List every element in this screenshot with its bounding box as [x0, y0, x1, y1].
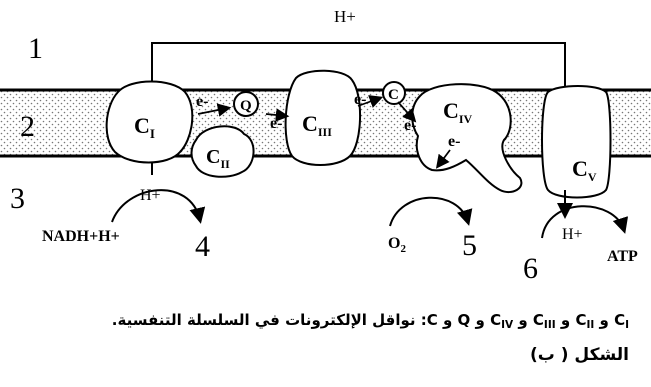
- atp-label: ATP: [607, 248, 638, 265]
- complex-iv-label: CIV: [443, 98, 473, 126]
- complex-ii-shape: [190, 125, 255, 178]
- complex-ii-label: CII: [206, 146, 230, 171]
- zone-6: 6: [523, 252, 538, 285]
- oxygen-label: O2: [388, 235, 406, 255]
- complex-i-label: CI: [134, 113, 155, 141]
- caption-and-3: و C: [490, 311, 528, 329]
- electron-label-2: e-: [270, 115, 282, 132]
- zone-5: 5: [462, 229, 477, 262]
- complex-iv-shape: [411, 83, 523, 194]
- carrier-caption: CI و CII و CIII و CIV و Q و C: نواقل الإ…: [112, 311, 629, 331]
- c-carrier-label: C: [388, 87, 399, 103]
- electron-arrow-4: [397, 101, 417, 123]
- proton-c1-label: H+: [140, 187, 161, 204]
- caption-prefix-sub: I: [625, 319, 629, 331]
- q-carrier-label: Q: [240, 98, 252, 114]
- caption-body-1: و C: [575, 311, 609, 329]
- electron-arrow-2: [265, 108, 290, 122]
- electron-label-4: e-: [404, 117, 416, 134]
- caption-prefix: C: [614, 311, 626, 329]
- electron-arrow-5: [435, 149, 451, 169]
- zone-3: 3: [10, 182, 25, 215]
- atp-reaction-arrow: [541, 205, 629, 239]
- electron-label-5: e-: [448, 133, 460, 150]
- caption-body-sub-2: III: [543, 319, 556, 331]
- figure-label: الشكل ( ب): [529, 345, 629, 365]
- zone-1: 1: [28, 32, 43, 65]
- complex-v-label: CV: [572, 156, 597, 184]
- caption-tail: و Q و C: نواقل الإلكترونات في السلسلة ال…: [111, 311, 485, 329]
- electron-arrow-1: [197, 103, 232, 117]
- c-carrier: [382, 81, 406, 105]
- nadh-label: NADH+H+: [42, 228, 120, 245]
- top-proton-label: H+: [334, 7, 356, 26]
- respiratory-chain-diagram: H+ 1 2 3 4 5 6 CI CII CIII CIV CV Q C e-…: [0, 7, 651, 285]
- q-carrier: [233, 91, 259, 117]
- complex-i-shape: [105, 80, 194, 164]
- complex-v-shape: [541, 85, 612, 199]
- zone-4: 4: [195, 230, 210, 263]
- caption-body-sub-3: IV: [501, 319, 514, 331]
- nadh-reaction-arrow: [111, 189, 206, 224]
- complex-iii-label: CIII: [302, 111, 332, 139]
- oxygen-reaction-arrow: [389, 196, 473, 227]
- caption-body-sub-1: II: [586, 319, 595, 331]
- zone-2: 2: [20, 110, 35, 143]
- electron-arrow-3: [357, 95, 384, 108]
- complex-iii-shape: [284, 69, 361, 166]
- proton-c5-label: H+: [562, 226, 583, 243]
- electron-label-1: e-: [196, 93, 208, 110]
- caption-and-2: و C: [532, 311, 571, 329]
